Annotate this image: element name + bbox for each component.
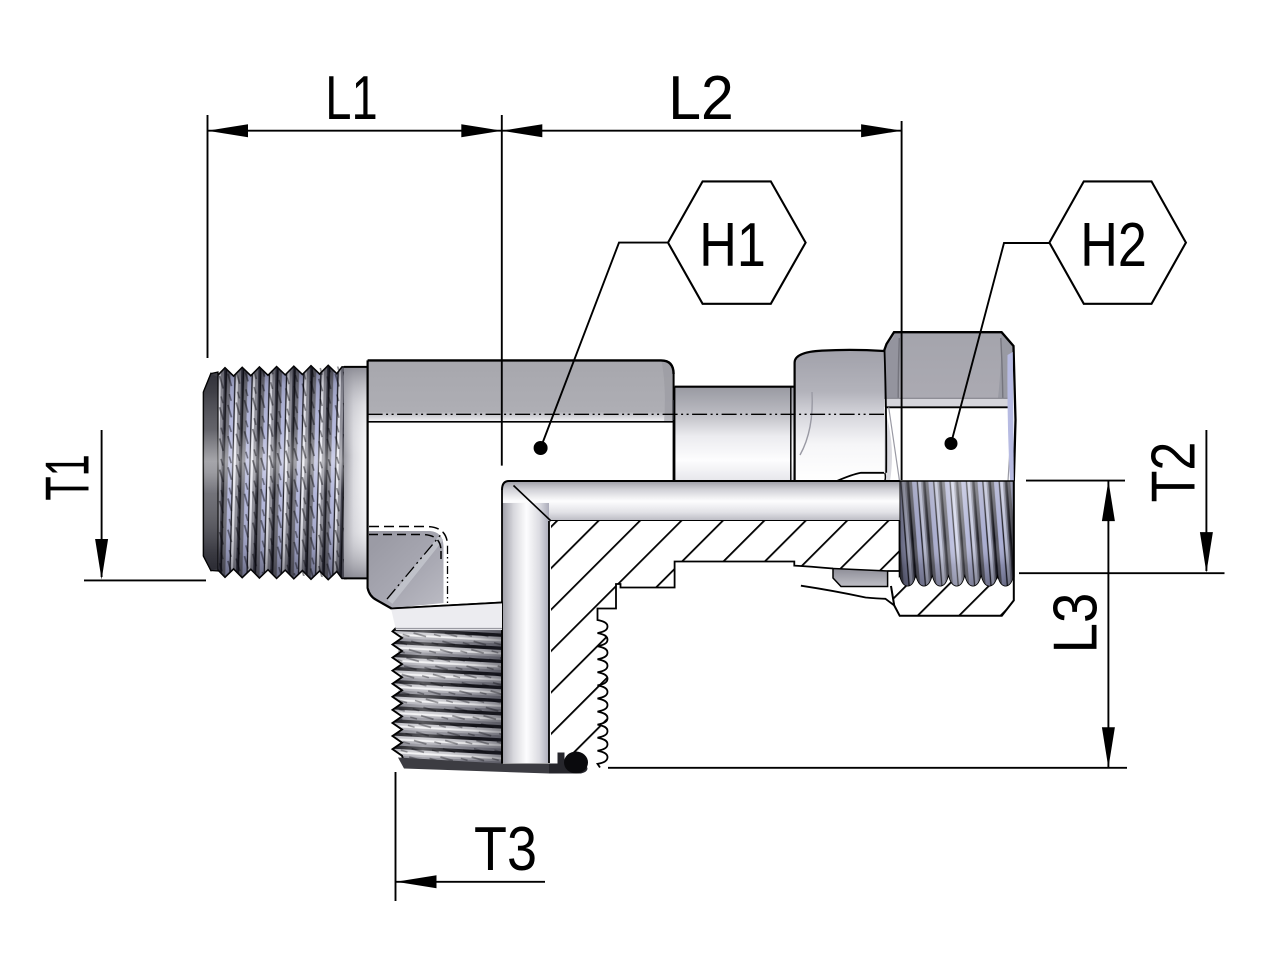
- svg-text:T1: T1: [34, 454, 103, 500]
- svg-text:T3: T3: [474, 815, 537, 884]
- svg-text:L2: L2: [668, 63, 734, 133]
- svg-text:H2: H2: [1080, 211, 1147, 280]
- svg-text:H1: H1: [699, 211, 766, 280]
- svg-text:L1: L1: [325, 63, 377, 133]
- svg-text:L3: L3: [1041, 593, 1110, 654]
- svg-text:T2: T2: [1139, 442, 1208, 503]
